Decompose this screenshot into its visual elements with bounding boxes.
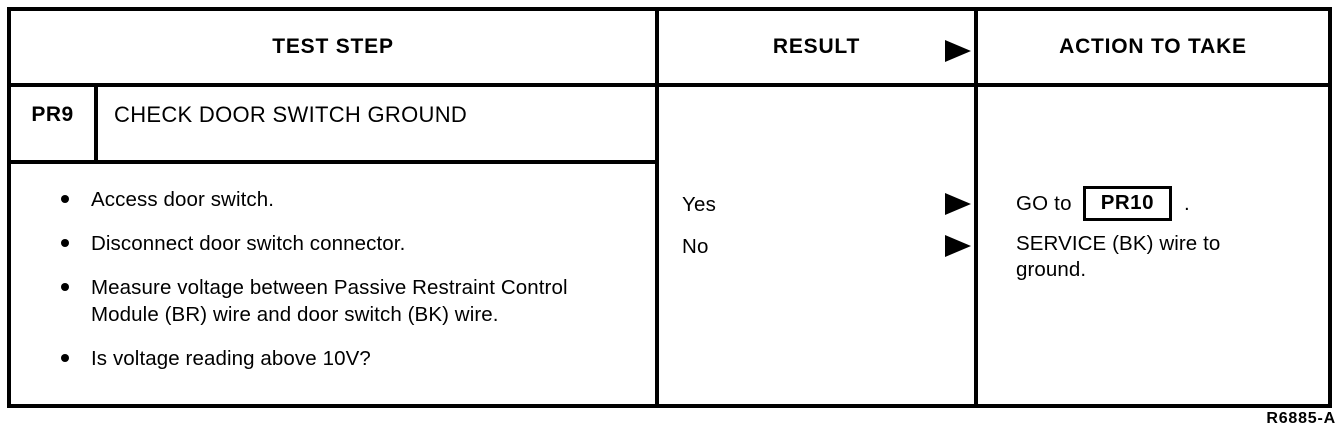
right-triangle-arrow-icon [945, 235, 971, 257]
column-header-test-step: TEST STEP [272, 35, 394, 58]
column-header-action-to-take: ACTION TO TAKE [1059, 35, 1247, 58]
column-divider-result [655, 11, 659, 404]
bullet-dot-icon [61, 354, 69, 362]
right-triangle-arrow-icon [945, 40, 971, 62]
result-column-body: Yes No [659, 164, 974, 408]
step-code-cell-divider [94, 87, 98, 160]
figure-reference-code: R6885-A [1266, 410, 1336, 427]
result-option-yes: Yes [682, 193, 717, 216]
column-divider-action [974, 11, 978, 404]
instruction-item: Measure voltage between Passive Restrain… [61, 274, 635, 328]
action-goto-label: GO to [1016, 191, 1072, 215]
bullet-dot-icon [61, 283, 69, 291]
action-goto-period: . [1183, 191, 1190, 215]
instruction-item: Access door switch. [61, 186, 635, 213]
result-option-no: No [682, 235, 709, 258]
instruction-text: Disconnect door switch connector. [91, 232, 406, 255]
diagnostic-table: TEST STEP RESULT ACTION TO TAKE PR9 CHEC… [7, 7, 1332, 408]
instruction-item: Is voltage reading above 10V? [61, 345, 635, 372]
action-goto-target-box[interactable]: PR10 [1082, 186, 1172, 221]
instruction-text: Measure voltage between Passive Restrain… [91, 276, 568, 326]
result-arrow-header-icon [945, 40, 974, 62]
header-row-divider [11, 83, 1328, 87]
instruction-text: Is voltage reading above 10V? [91, 347, 371, 370]
right-triangle-arrow-icon [945, 193, 971, 215]
action-column-body: GO to PR10 . SERVICE (BK) wire to ground… [978, 164, 1328, 408]
bullet-dot-icon [61, 195, 69, 203]
instruction-item: Disconnect door switch connector. [61, 230, 635, 257]
step-title-row-divider [11, 160, 655, 164]
result-arrow-yes-icon [945, 193, 974, 215]
instruction-text: Access door switch. [91, 188, 275, 211]
result-arrow-no-icon [945, 235, 974, 257]
action-goto-row: GO to PR10 . [1016, 186, 1318, 221]
bullet-dot-icon [61, 239, 69, 247]
test-step-instructions: Access door switch. Disconnect door swit… [11, 164, 655, 408]
step-code-label: PR9 [31, 103, 74, 126]
step-title: CHECK DOOR SWITCH GROUND [114, 102, 468, 127]
action-service-text: SERVICE (BK) wire to ground. [1016, 232, 1221, 281]
column-header-result: RESULT [772, 35, 861, 58]
